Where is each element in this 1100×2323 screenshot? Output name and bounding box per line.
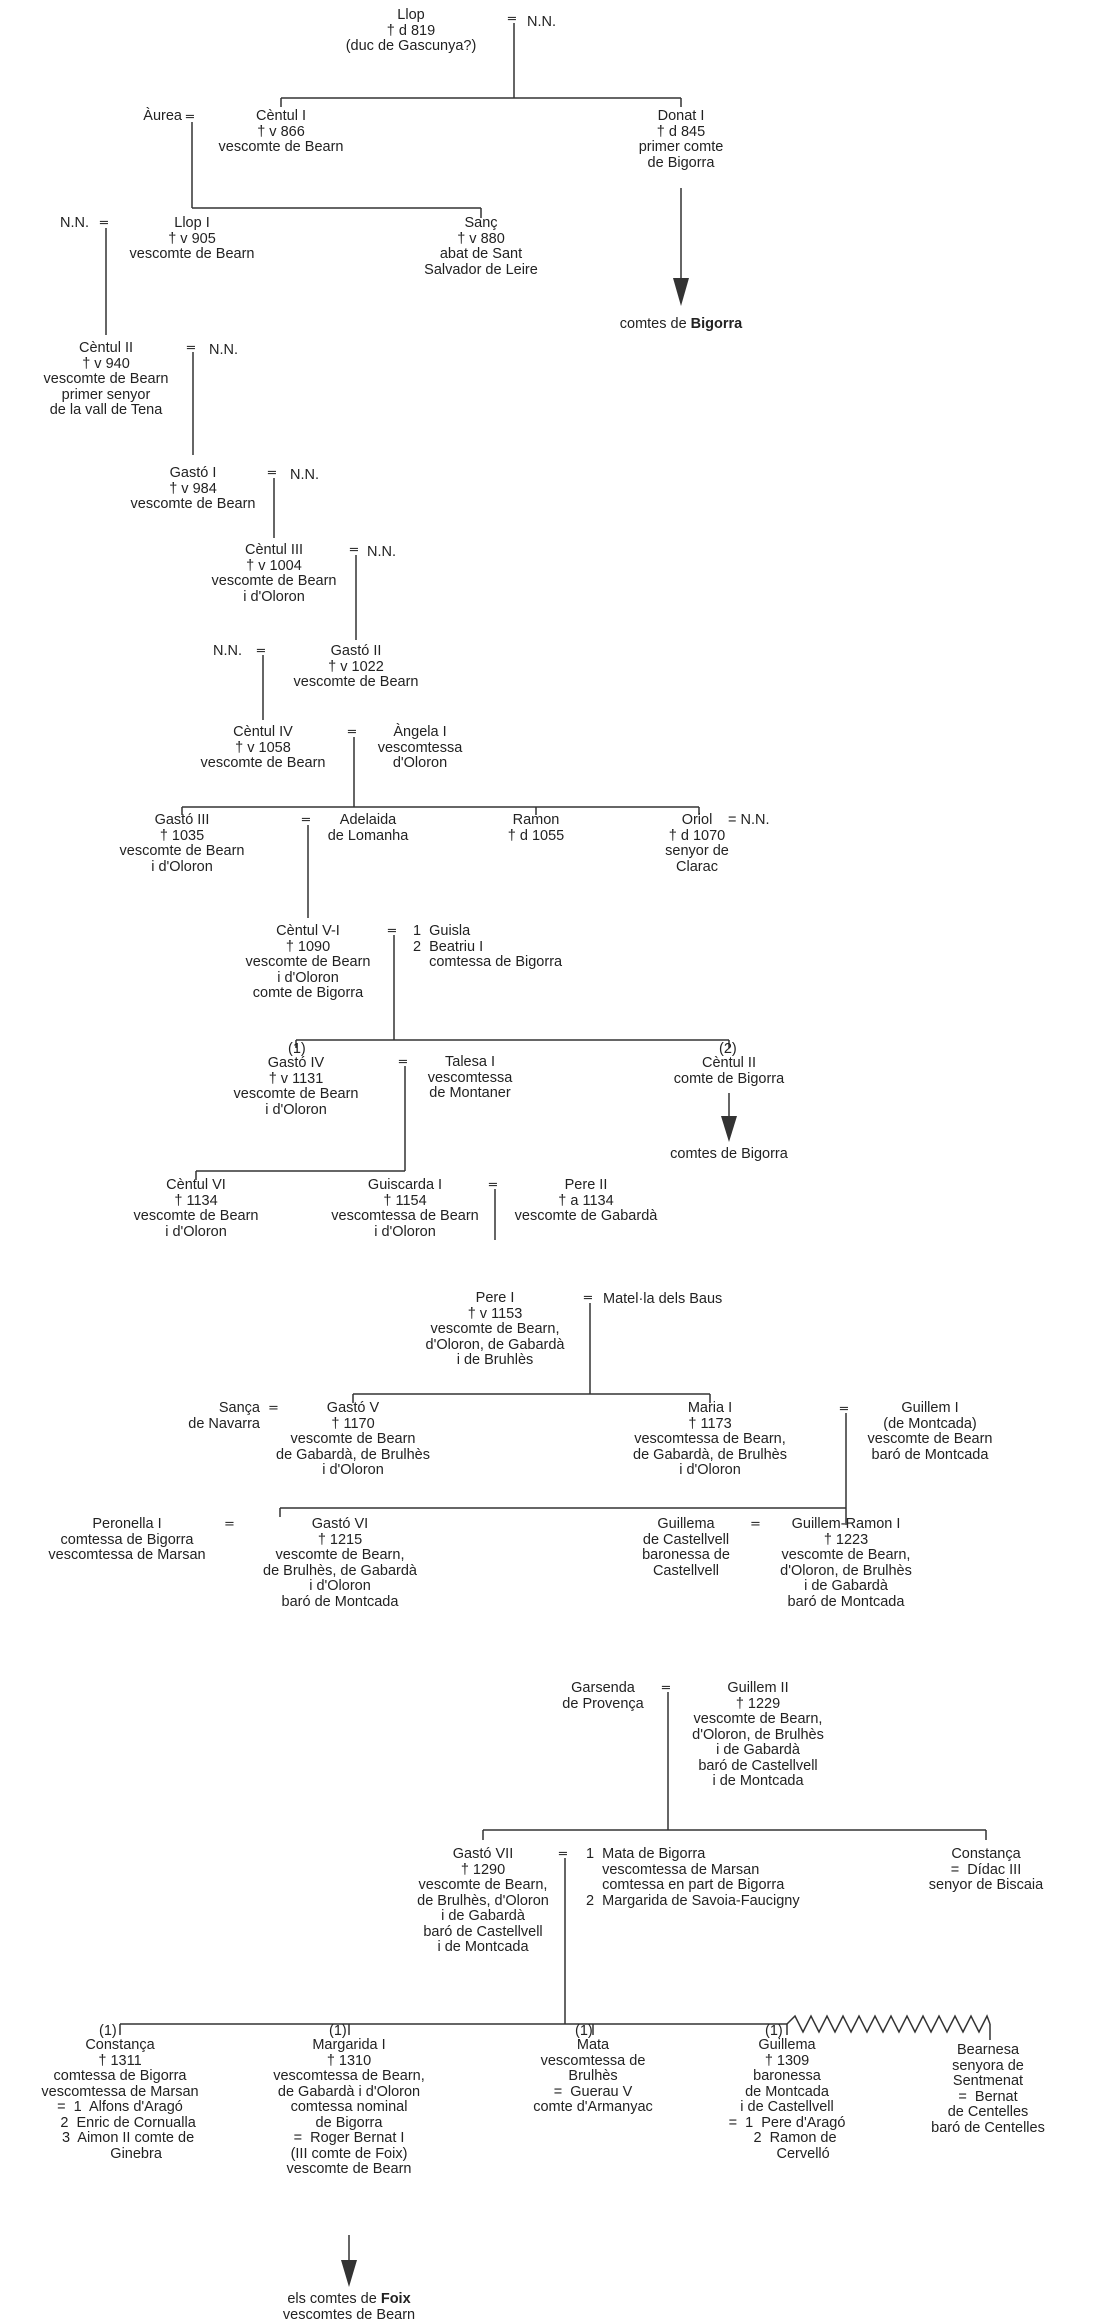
person-pere1: Pere I † v 1153 vescomte de Bearn, d'Olo… [425, 1290, 565, 1368]
lineage-text: comtes de [619, 316, 691, 332]
marriage-equals: = [268, 1401, 279, 1416]
marriage-number: (1) [288, 1041, 306, 1057]
spouse-oriol: = N.N. [728, 812, 770, 828]
spouses-gasto7: 1 Mata de Bigorra vescomtessa de Marsan … [586, 1846, 800, 1909]
person-gasto4: Gastó IV † v 1131 vescomte de Bearn i d'… [233, 1055, 359, 1118]
marriage-mark: ═ [489, 1178, 497, 1193]
person-bearnesa: Bearnesa senyora de Sentmenat = Bernat d… [931, 2042, 1045, 2136]
person-centul6: Cèntul VI † 1134 vescomte de Bearn i d'O… [133, 1177, 259, 1240]
person-peronella: Peronella I comtessa de Bigorra vescomte… [48, 1516, 206, 1563]
lineage-foix: els comtes de Foix vescomtes de Bearn [282, 2291, 416, 2323]
person-maria1: Maria I † 1173 vescomtessa de Bearn, de … [633, 1400, 787, 1478]
lineage-text: vescomtes de Bearn [282, 2306, 416, 2323]
lineage-bold: Bigorra [690, 316, 743, 332]
marriage-mark: ═ [100, 216, 108, 231]
marriage-mark: ═ [187, 341, 195, 356]
marriage-mark: ═ [302, 813, 310, 828]
marriage-number: (1) [765, 2023, 783, 2039]
person-ramon: Ramon † d 1055 [507, 812, 565, 844]
marriage-number: (2) [719, 1041, 737, 1057]
marriage-mark: ═ [508, 12, 516, 27]
lineage-text: els comtes de [287, 2291, 381, 2307]
marriage-mark: ═ [584, 1291, 592, 1306]
marriage-number: (1) [575, 2023, 593, 2039]
person-centul5: Cèntul V-I † 1090 vescomte de Bearn i d'… [245, 923, 371, 1001]
person-guillem2: Guillem II † 1229 vescomte de Bearn, d'O… [692, 1680, 824, 1789]
person-adelaida: Adelaida de Lomanha [327, 812, 409, 844]
person-gasto3: Gastó III † 1035 vescomte de Bearn i d'O… [119, 812, 245, 875]
marriage-mark: ═ [559, 1847, 567, 1862]
lineage-bigorra-1: comtes de Bigorra [619, 316, 743, 333]
person-constanca-didac: Constança = Dídac III senyor de Biscaia [928, 1846, 1044, 1893]
spouse-gasto1: N.N. [290, 467, 319, 483]
marriage-mark: ═ [257, 644, 265, 659]
marriage-mark: ═ [662, 1681, 670, 1696]
person-llop1: Llop I † v 905 vescomte de Bearn [129, 215, 255, 262]
person-guiscarda: Guiscarda I † 1154 vescomtessa de Bearn … [331, 1177, 479, 1240]
spouse-llop: N.N. [527, 14, 556, 30]
lineage-bold: Foix [380, 2291, 411, 2307]
marriage-mark: ═ [348, 725, 356, 740]
marriage-equals: = [750, 1517, 761, 1532]
person-constanca: Constança † 1311 comtessa de Bigorra ves… [41, 2037, 199, 2162]
person-sanca: Sança de Navarra [188, 1400, 260, 1432]
spouse-gasto2: N.N. [213, 643, 242, 659]
person-centul2b: Cèntul II comte de Bigorra [673, 1055, 785, 1087]
person-sanc: Sanç † v 880 abat de Sant Salvador de Le… [424, 215, 538, 278]
person-margarida: Margarida I † 1310 vescomtessa de Bearn,… [273, 2037, 425, 2177]
marriage-equals: = [224, 1517, 235, 1532]
person-gasto2: Gastó II † v 1022 vescomte de Bearn [293, 643, 419, 690]
person-centul2: Cèntul II † v 940 vescomte de Bearn prim… [43, 340, 169, 418]
arrow-foix [341, 2260, 357, 2287]
person-guillemramon: Guillem-Ramon I † 1223 vescomte de Bearn… [780, 1516, 912, 1610]
person-gasto7: Gastó VII † 1290 vescomte de Bearn, de B… [417, 1846, 549, 1955]
person-donat1: Donat I † d 845 primer comte de Bigorra [638, 108, 724, 171]
marriage-mark: ═ [399, 1055, 407, 1070]
person-aurea: Àurea [143, 108, 182, 124]
marriage-number: (1) [99, 2023, 117, 2039]
spouse-llop1: N.N. [60, 215, 89, 231]
arrow-bigorra-2 [721, 1116, 737, 1142]
person-angela1: Àngela I vescomtessa d'Oloron [377, 724, 463, 771]
marriage-mark: ═ [268, 466, 276, 481]
zigzag-illegitimate-line [786, 2014, 991, 2034]
marriage-mark: ═ [186, 110, 194, 125]
marriage-mark: ═ [388, 924, 396, 939]
person-mata: Mata vescomtessa de Brulhès = Guerau V c… [533, 2037, 653, 2115]
arrow-bigorra-1 [673, 278, 689, 306]
marriage-mark: ═ [840, 1402, 848, 1417]
person-llop: Llop † d 819 (duc de Gascunya?) [345, 7, 477, 54]
person-matella: Matel·la dels Baus [603, 1291, 723, 1307]
person-pere2: Pere II † a 1134 vescomte de Gabardà [514, 1177, 658, 1224]
spouse-centul2: N.N. [209, 342, 238, 358]
person-gasto5: Gastó V † 1170 vescomte de Bearn de Gaba… [276, 1400, 430, 1478]
marriage-number: (1) [329, 2023, 347, 2039]
person-gasto6: Gastó VI † 1215 vescomte de Bearn, de Br… [263, 1516, 417, 1610]
person-guillem1: Guillem I (de Montcada) vescomte de Bear… [867, 1400, 993, 1463]
person-guillema-castellvell: Guillema de Castellvell baronessa de Cas… [642, 1516, 730, 1579]
person-gasto1: Gastó I † v 984 vescomte de Bearn [130, 465, 256, 512]
person-guillema-montcada: Guillema † 1309 baronessa de Montcada i … [728, 2037, 846, 2162]
person-talesa: Talesa I vescomtessa de Montaner [427, 1054, 513, 1101]
lineage-bigorra-2: comtes de Bigorra [670, 1146, 788, 1162]
marriage-mark: ═ [350, 543, 358, 558]
person-garsenda: Garsenda de Provença [562, 1680, 644, 1712]
spouse-centul3: N.N. [367, 544, 396, 560]
spouses-centul5: 1 Guisla 2 Beatriu I comtessa de Bigorra [413, 923, 563, 970]
person-centul1: Cèntul I † v 866 vescomte de Bearn [218, 108, 344, 155]
person-centul3: Cèntul III † v 1004 vescomte de Bearn i … [211, 542, 337, 605]
person-oriol: Oriol † d 1070 senyor de Clarac [665, 812, 729, 875]
person-centul4: Cèntul IV † v 1058 vescomte de Bearn [200, 724, 326, 771]
